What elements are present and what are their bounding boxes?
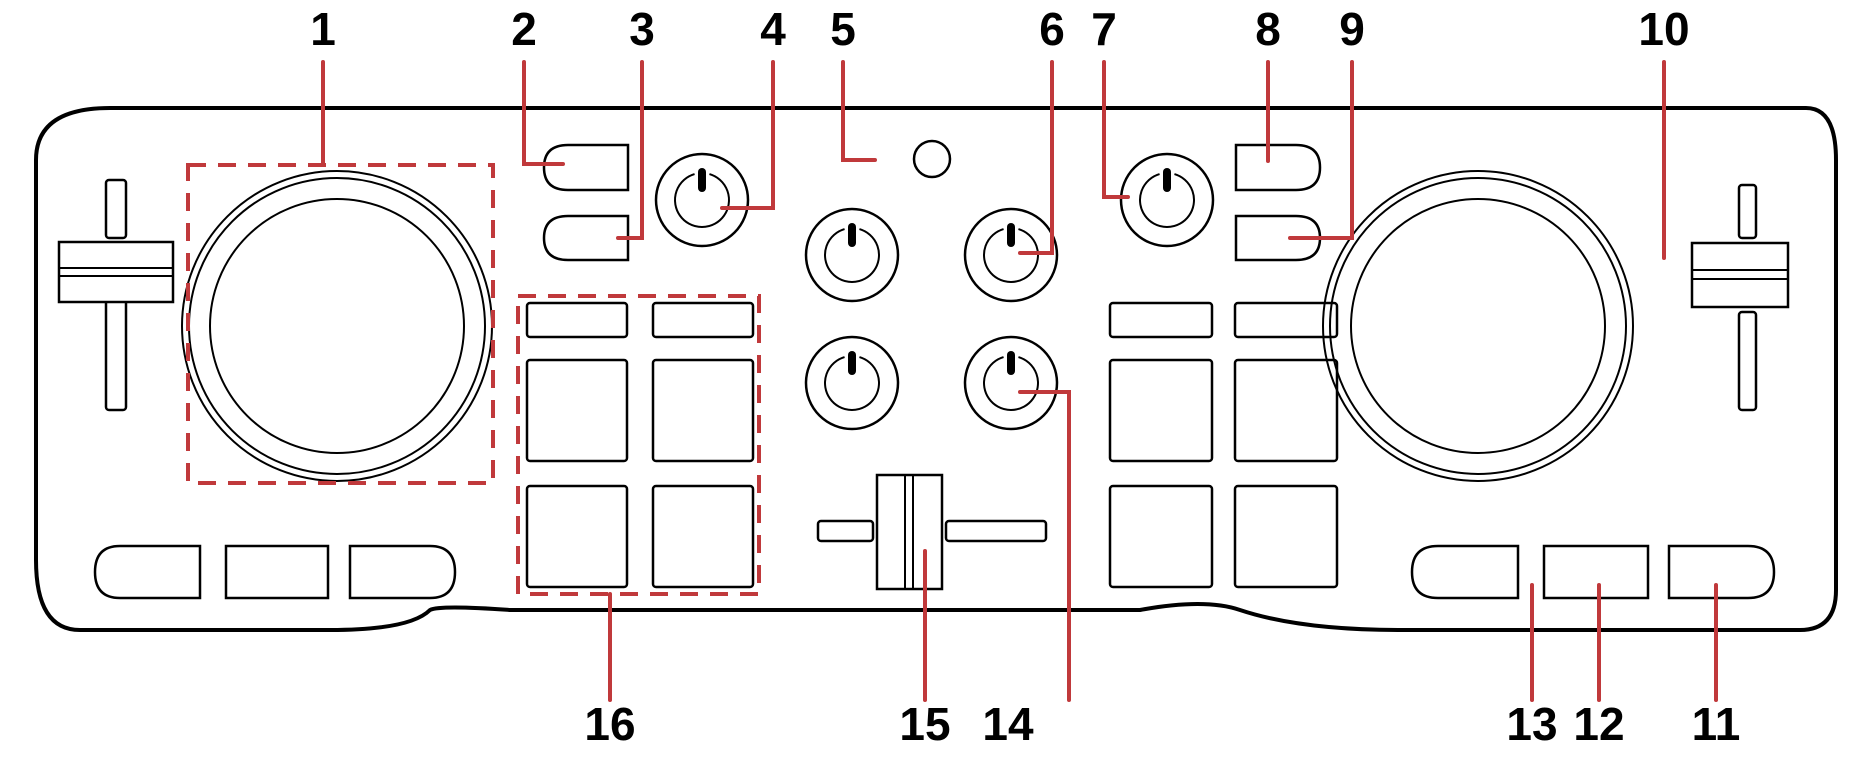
left-pitch-cap[interactable] — [57, 240, 175, 304]
crossfader-track-right — [944, 519, 1048, 543]
left-pad-mode-1[interactable] — [525, 301, 629, 339]
callout-number: 10 — [1638, 3, 1689, 55]
jog-wheel-highlight — [186, 163, 495, 485]
left-pitch-track-top — [104, 178, 128, 240]
left-pad-1[interactable] — [525, 358, 629, 463]
callout-number: 11 — [1692, 698, 1741, 750]
callout-number: 13 — [1506, 698, 1557, 750]
knob-pointer-indicator — [1007, 351, 1015, 375]
callout-leader-line — [522, 60, 565, 166]
callout-leader-line — [720, 60, 775, 210]
knob-pointer-indicator — [1163, 168, 1171, 192]
right-transport-button-11[interactable] — [1667, 544, 1776, 600]
knob-pointer-indicator — [1007, 223, 1015, 247]
left-pitch-fader[interactable] — [57, 178, 175, 412]
knob-pointer-indicator — [848, 223, 856, 247]
callout-number: 8 — [1255, 3, 1281, 55]
pads-highlight — [516, 294, 761, 596]
callout-number: 9 — [1339, 3, 1365, 55]
left-pad-2[interactable] — [651, 358, 755, 463]
knob-pointer-indicator — [848, 351, 856, 375]
callout-number: 1 — [310, 3, 336, 55]
right-pitch-cap[interactable] — [1690, 241, 1790, 309]
crossfader[interactable] — [816, 473, 1048, 591]
left-transport-button-3[interactable] — [348, 544, 457, 600]
callout-number: 5 — [830, 3, 856, 55]
callout-number: 15 — [899, 698, 950, 750]
right-pad-3[interactable] — [1108, 484, 1214, 589]
left-upper-deck-button[interactable] — [542, 143, 630, 192]
mixer-knob-right-upper[interactable] — [963, 207, 1059, 303]
right-pad-mode-1[interactable] — [1108, 301, 1214, 339]
right-jog-wheel[interactable] — [1322, 170, 1634, 482]
left-transport-button-1[interactable] — [93, 544, 202, 600]
callout-number: 2 — [511, 3, 537, 55]
left-pad-3[interactable] — [525, 484, 629, 589]
callout-number: 4 — [760, 3, 786, 55]
callout-number: 16 — [584, 698, 635, 750]
mixer-knob-left-upper[interactable] — [804, 207, 900, 303]
center-indicator — [912, 139, 952, 179]
right-pad-4[interactable] — [1233, 484, 1339, 589]
right-pitch-fader[interactable] — [1690, 183, 1790, 412]
right-pad-mode-2[interactable] — [1233, 301, 1339, 339]
callout-number: 7 — [1091, 3, 1117, 55]
crossfader-cap[interactable] — [875, 473, 944, 591]
left-performance-pads — [525, 301, 755, 589]
right-gain-knob[interactable] — [1119, 152, 1215, 248]
left-transport-button-2[interactable] — [224, 544, 330, 600]
right-pad-2[interactable] — [1233, 358, 1339, 463]
callout-leader-line — [616, 60, 644, 240]
right-upper-deck-button[interactable] — [1234, 143, 1322, 192]
left-pad-mode-2[interactable] — [651, 301, 755, 339]
right-pitch-track-top — [1737, 183, 1758, 240]
callout-number: 12 — [1573, 698, 1624, 750]
right-pad-1[interactable] — [1108, 358, 1214, 463]
left-pad-4[interactable] — [651, 484, 755, 589]
mixer-knob-right-lower[interactable] — [963, 335, 1059, 431]
left-gain-knob[interactable] — [654, 152, 750, 248]
right-transport-button-13[interactable] — [1410, 544, 1520, 600]
right-performance-pads — [1108, 301, 1339, 589]
callout-number: 6 — [1039, 3, 1065, 55]
crossfader-track-left — [816, 519, 875, 543]
callout-leader-line — [1018, 60, 1054, 255]
right-transport-button-12[interactable] — [1542, 544, 1650, 600]
left-pitch-track-bottom — [104, 298, 128, 412]
right-pitch-track-bottom — [1737, 310, 1758, 412]
knob-pointer-indicator — [698, 168, 706, 192]
mixer-knob-left-lower[interactable] — [804, 335, 900, 431]
callout-number: 14 — [982, 698, 1034, 750]
callout-leader-line — [1288, 60, 1354, 240]
callout-leader-line — [1018, 390, 1071, 702]
callout-leader-line — [1102, 60, 1130, 199]
callout-number: 3 — [629, 3, 655, 55]
callout-leader-line — [841, 60, 877, 162]
left-lower-deck-button[interactable] — [542, 214, 630, 262]
